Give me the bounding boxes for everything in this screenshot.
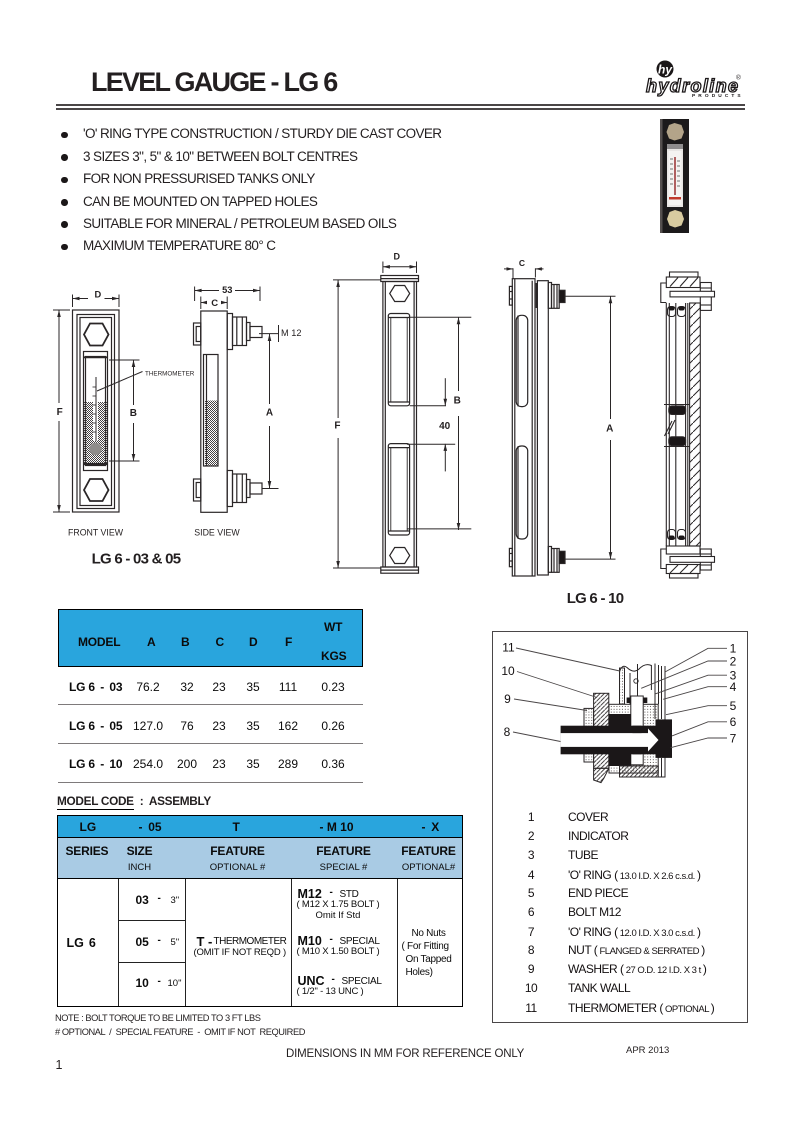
svg-text:F: F — [334, 421, 340, 432]
svg-text:PRODUCTS: PRODUCTS — [692, 93, 744, 99]
svg-text:53: 53 — [222, 285, 232, 295]
svg-text:C: C — [519, 258, 525, 268]
svg-text:F: F — [57, 407, 63, 418]
svg-text:6: 6 — [730, 715, 737, 729]
svg-text:®: ® — [736, 74, 741, 82]
svg-text:7: 7 — [730, 731, 737, 745]
svg-text:40: 40 — [439, 421, 451, 432]
svg-text:D: D — [394, 252, 401, 262]
svg-text:A: A — [266, 408, 273, 419]
svg-text:1: 1 — [730, 642, 737, 656]
svg-text:9: 9 — [504, 692, 511, 706]
svg-text:B: B — [130, 408, 137, 419]
svg-text:8: 8 — [504, 725, 511, 739]
svg-text:SIDE VIEW: SIDE VIEW — [194, 528, 240, 538]
svg-text:D: D — [95, 289, 102, 299]
svg-text:5: 5 — [730, 699, 737, 713]
svg-text:C: C — [211, 298, 218, 309]
svg-text:3: 3 — [730, 669, 737, 683]
svg-text:THERMOMETER: THERMOMETER — [145, 371, 195, 378]
svg-text:4: 4 — [730, 680, 737, 694]
svg-text:B: B — [454, 396, 461, 407]
svg-text:FRONT VIEW: FRONT VIEW — [68, 528, 124, 538]
svg-text:A: A — [606, 424, 613, 435]
svg-text:2: 2 — [730, 655, 737, 669]
svg-text:LG 6 - 10: LG 6 - 10 — [567, 590, 624, 607]
svg-text:11: 11 — [502, 641, 515, 655]
svg-text:10: 10 — [501, 664, 515, 678]
svg-text:hy: hy — [658, 63, 673, 77]
svg-text:M 12: M 12 — [281, 328, 301, 338]
svg-text:LG 6 - 03 & 05: LG 6 - 03 & 05 — [92, 551, 181, 568]
